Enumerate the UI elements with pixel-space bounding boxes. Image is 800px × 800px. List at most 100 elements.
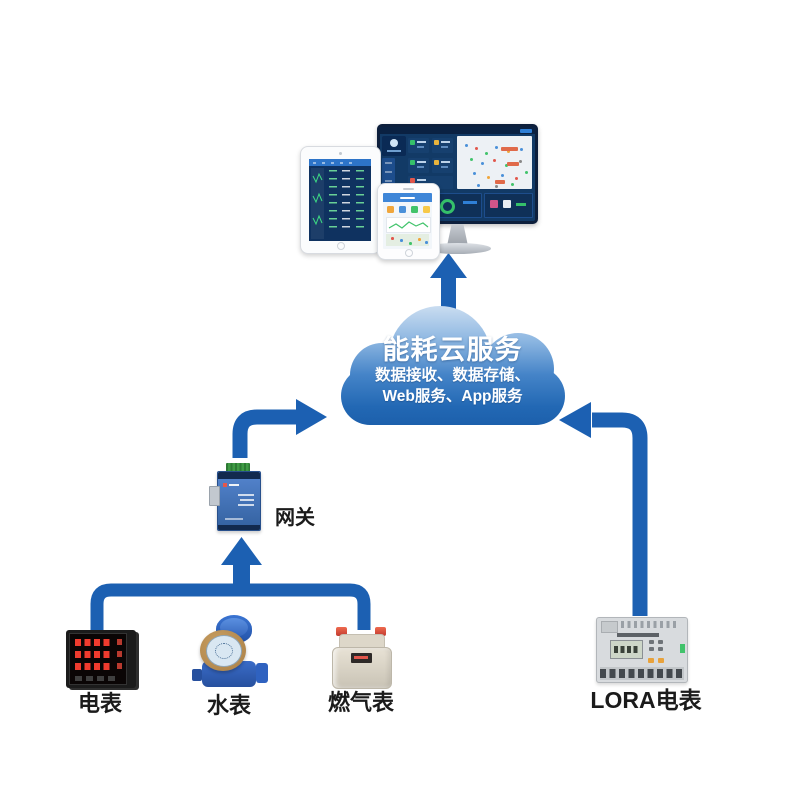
arrow-lora-to-cloud [559, 402, 648, 616]
dashboard-logo-panel [382, 136, 406, 156]
tablet-sparkline-column [311, 168, 324, 239]
kpi-icon [410, 160, 415, 165]
gateway-print [240, 499, 254, 501]
monitor-stand-neck [447, 224, 468, 246]
dashboard-topbar [380, 127, 535, 134]
kpi-value [441, 161, 450, 163]
app-icon [423, 206, 430, 213]
lora-meter-label: LORA电表 [590, 687, 702, 713]
gas-meter-cap [336, 627, 347, 636]
indicator-led [658, 658, 664, 663]
gateway-label: 网关 [275, 507, 315, 529]
kpi-tile [408, 138, 429, 153]
monitor-bezel [377, 124, 538, 224]
cloud-title: 能耗云服务 [382, 335, 523, 365]
water-meter-dial [200, 630, 246, 671]
digit-row [75, 639, 113, 646]
status-bar [516, 203, 526, 206]
meter-buttons [75, 676, 119, 681]
meter-button [658, 647, 663, 651]
electric-meter-device [66, 630, 136, 688]
kpi-tile [432, 138, 453, 153]
gateway-logo-text [229, 484, 239, 486]
water-meter-device [192, 615, 268, 689]
donut-chart-panel [433, 193, 482, 218]
water-meter-label: 水表 [206, 693, 252, 718]
app-icon [411, 206, 418, 213]
gateway-device [209, 463, 261, 531]
cloud-shape [341, 306, 565, 425]
digit-row [75, 663, 113, 670]
comm-port [680, 644, 685, 653]
meter-button [649, 647, 654, 651]
map-red-label [501, 147, 518, 151]
status-icon [503, 200, 511, 208]
counter-digits [354, 656, 368, 659]
data-column [329, 170, 337, 234]
gateway-terminal-block [226, 463, 250, 472]
gateway-print [238, 504, 254, 506]
map-markers [465, 144, 468, 147]
kpi-tile [432, 158, 453, 173]
data-column [356, 170, 364, 234]
lora-meter-module [601, 621, 618, 633]
meter-button [658, 640, 663, 644]
dashboard-map-panel [457, 136, 532, 189]
phone-device [377, 183, 440, 260]
kpi-label [417, 166, 424, 168]
kpi-icon [434, 160, 439, 165]
gas-meter-counter-window [351, 653, 372, 663]
gateway-print [238, 494, 254, 496]
electric-meter-label: 电表 [77, 691, 123, 716]
sparklines [312, 172, 323, 226]
cloud-text-block: 能耗云服务 数据接收、数据存储、 Web服务、App服务 [335, 335, 570, 407]
kpi-tile [408, 158, 429, 173]
cloud-services-line2: Web服务、App服务 [382, 388, 523, 405]
gateway-bottom-band [218, 525, 260, 530]
map-red-label [507, 162, 519, 166]
app-icon [387, 206, 394, 213]
kpi-value [441, 141, 450, 143]
lora-meter-lcd [610, 640, 643, 659]
water-meter-pipe-left [192, 669, 202, 681]
kpi-label [441, 166, 448, 168]
phone-home-button [405, 249, 413, 257]
logo-caption [387, 150, 401, 152]
kpi-value [417, 179, 426, 181]
logo-icon [390, 139, 398, 147]
arrow-meters-to-gateway [90, 537, 371, 633]
app-icon [399, 206, 406, 213]
meter-button [649, 640, 654, 644]
electric-meter-display [69, 633, 127, 685]
status-icon [490, 200, 498, 208]
tablet-camera [339, 152, 342, 155]
tablet-device [300, 146, 381, 254]
phone-screen-app [383, 193, 432, 249]
gateway-top-band [218, 472, 260, 479]
cloud-services-line1: 数据接收、数据存储、 [374, 367, 530, 384]
kpi-value [417, 141, 426, 143]
lora-meter-nameplate [617, 633, 659, 637]
phone-trend-line [388, 221, 429, 229]
digit-row [75, 651, 113, 658]
unit-indicator [117, 639, 122, 645]
tablet-screen-dashboard [309, 159, 371, 241]
app-title-bar [400, 196, 415, 199]
phone-speaker [403, 188, 414, 190]
tablet-home-button [337, 242, 345, 250]
lora-meter-device [596, 617, 688, 683]
unit-indicator [117, 651, 122, 657]
phone-map-section [386, 234, 429, 246]
gas-meter-body [332, 647, 392, 689]
dial-markings [215, 643, 233, 659]
water-meter-dial-face [206, 635, 242, 667]
gas-meter-cap [375, 627, 386, 636]
data-column [342, 170, 350, 234]
indicator-led [648, 658, 654, 663]
donut-chart [440, 199, 455, 214]
phone-chart-card [386, 217, 431, 233]
topbar-button [520, 128, 532, 133]
map-red-label [495, 180, 505, 184]
cloud-service-node: 能耗云服务 数据接收、数据存储、 Web服务、App服务 [335, 303, 570, 433]
